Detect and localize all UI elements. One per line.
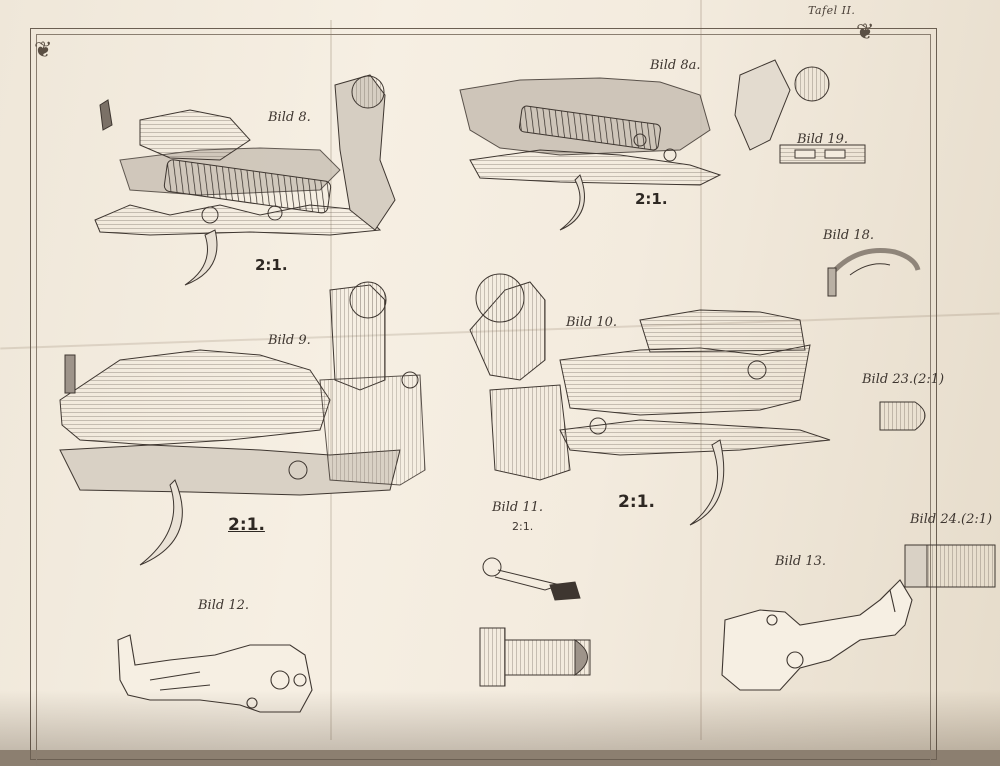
label-bild-18: Bild 18. [823,228,874,243]
label-bild-12: Bild 12. [198,598,249,613]
drawing-bild-18 [827,247,921,297]
drawing-bild-10 [469,273,831,526]
drawing-bild-12 [117,634,313,713]
drawing-bild-8 [94,74,396,286]
label-bild-9: Bild 9. [268,333,311,348]
label-bild-10: Bild 10. [566,315,617,330]
drawing-bild-13 [721,579,913,691]
technical-drawings [59,59,996,713]
drawing-bild-19 [779,144,866,164]
label-bild-24: Bild 24.(2:1) [910,512,993,527]
drawing-bild-9 [59,281,426,566]
drawing-bild-8a [459,59,830,231]
label-bild-11: Bild 11. [492,500,543,515]
drawing-bild-24 [904,544,996,588]
drawing-bild-23 [879,401,926,431]
drawing-bild-11-parts [479,557,591,687]
corner-ornament-top-right: ❦ [856,20,875,45]
bottom-shadow [0,690,1000,750]
scale-bild-9: 2:1. [228,515,265,535]
scale-bild-8a: 2:1. [635,190,668,208]
corner-ornament-top-left: ❦ [34,38,53,63]
label-bild-13: Bild 13. [775,554,826,569]
scale-bild-8: 2:1. [255,256,288,274]
label-bild-8: Bild 8. [268,110,311,125]
label-bild-23: Bild 23.(2:1) [862,372,945,387]
label-bild-8a: Bild 8a. [650,58,701,73]
scale-bild-10: 2:1. [618,492,655,512]
scale-bild-11: 2:1. [512,520,534,533]
label-bild-19: Bild 19. [797,132,848,147]
plate-number: Tafel II. [808,4,856,17]
